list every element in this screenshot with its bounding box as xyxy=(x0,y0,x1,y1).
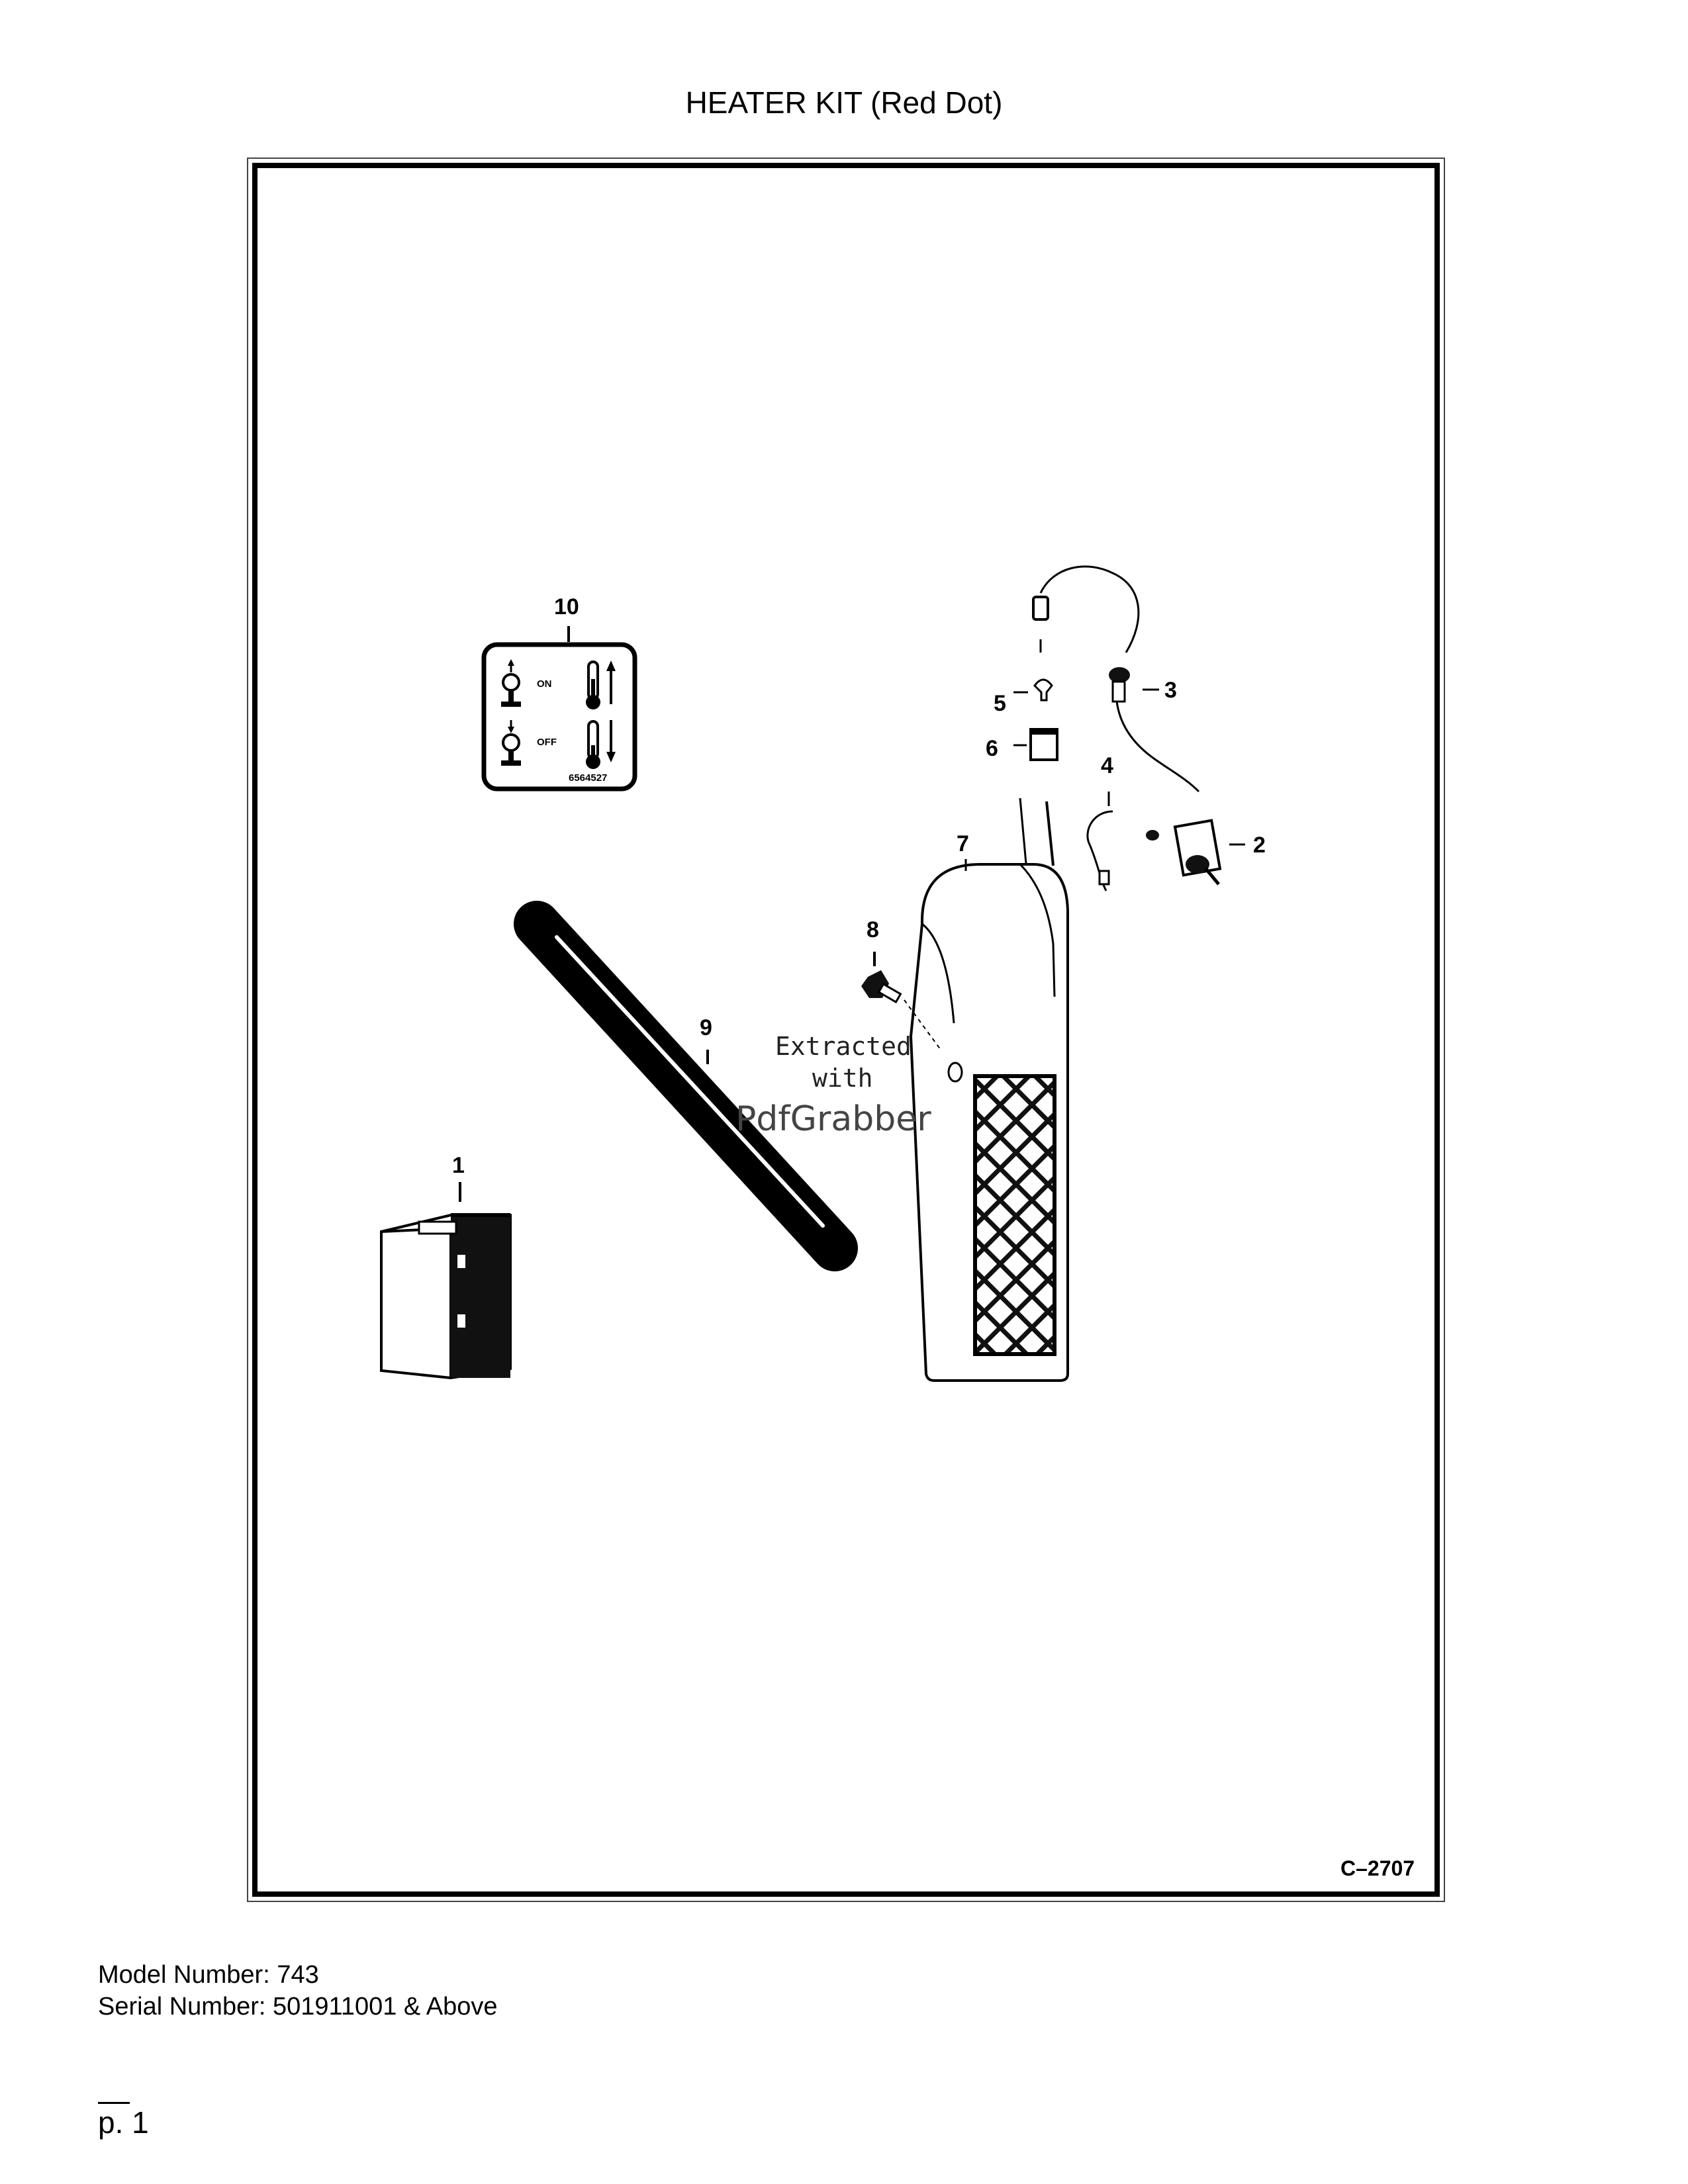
callout-4: 4 xyxy=(1101,753,1113,778)
callout-1: 1 xyxy=(452,1153,465,1178)
wiring-harness xyxy=(1019,565,1200,891)
callout-6: 6 xyxy=(986,736,998,761)
decal-part-number: 6564527 xyxy=(569,772,607,784)
fuse-holder xyxy=(1109,667,1130,703)
heater-housing xyxy=(909,801,1069,1382)
toggle-switch xyxy=(1173,819,1222,886)
callout-3: 3 xyxy=(1164,678,1177,703)
callout-10: 10 xyxy=(554,594,579,619)
mounting-screw xyxy=(861,970,941,1050)
watermark-line-2: with xyxy=(812,1064,873,1093)
heater-hose xyxy=(514,901,858,1271)
figure-frame-outer xyxy=(247,158,1445,1902)
callout-5: 5 xyxy=(994,691,1006,716)
callout-9: 9 xyxy=(700,1015,712,1040)
heater-core xyxy=(380,1213,512,1380)
page-rule xyxy=(98,2102,130,2104)
decal-on-label: ON xyxy=(537,678,552,690)
serial-number: Serial Number: 501911001 & Above xyxy=(98,1993,498,2021)
pdfgrabber-watermark: Extracted with PdfGrabber xyxy=(735,1032,931,1139)
decal-off-label: OFF xyxy=(537,737,557,748)
watermark-line-3: PdfGrabber xyxy=(735,1099,931,1139)
callout-7: 7 xyxy=(957,831,969,856)
watermark-line-1: Extracted xyxy=(775,1032,912,1061)
exploded-parts-diagram: ON OFF 6564527 10 xyxy=(380,565,1415,1880)
temperature-up-icon xyxy=(586,660,616,709)
model-number: Model Number: 743 xyxy=(98,1961,319,1989)
rivet-clip xyxy=(1033,678,1053,702)
callout-8: 8 xyxy=(867,917,879,942)
fuse-block xyxy=(1029,728,1058,761)
page-number: p. 1 xyxy=(98,2105,149,2140)
page-title: HEATER KIT (Red Dot) xyxy=(685,85,1003,120)
figure-id: C–2707 xyxy=(1340,1856,1415,1880)
heater-control-off-icon xyxy=(501,720,521,766)
heater-control-on-icon xyxy=(501,659,521,707)
wire-terminal xyxy=(1098,830,1159,886)
figure-frame xyxy=(252,163,1440,1897)
operation-decal: ON OFF 6564527 xyxy=(481,642,637,792)
temperature-down-icon xyxy=(586,720,616,769)
callout-2: 2 xyxy=(1253,833,1266,858)
connector-plug xyxy=(1032,596,1049,653)
